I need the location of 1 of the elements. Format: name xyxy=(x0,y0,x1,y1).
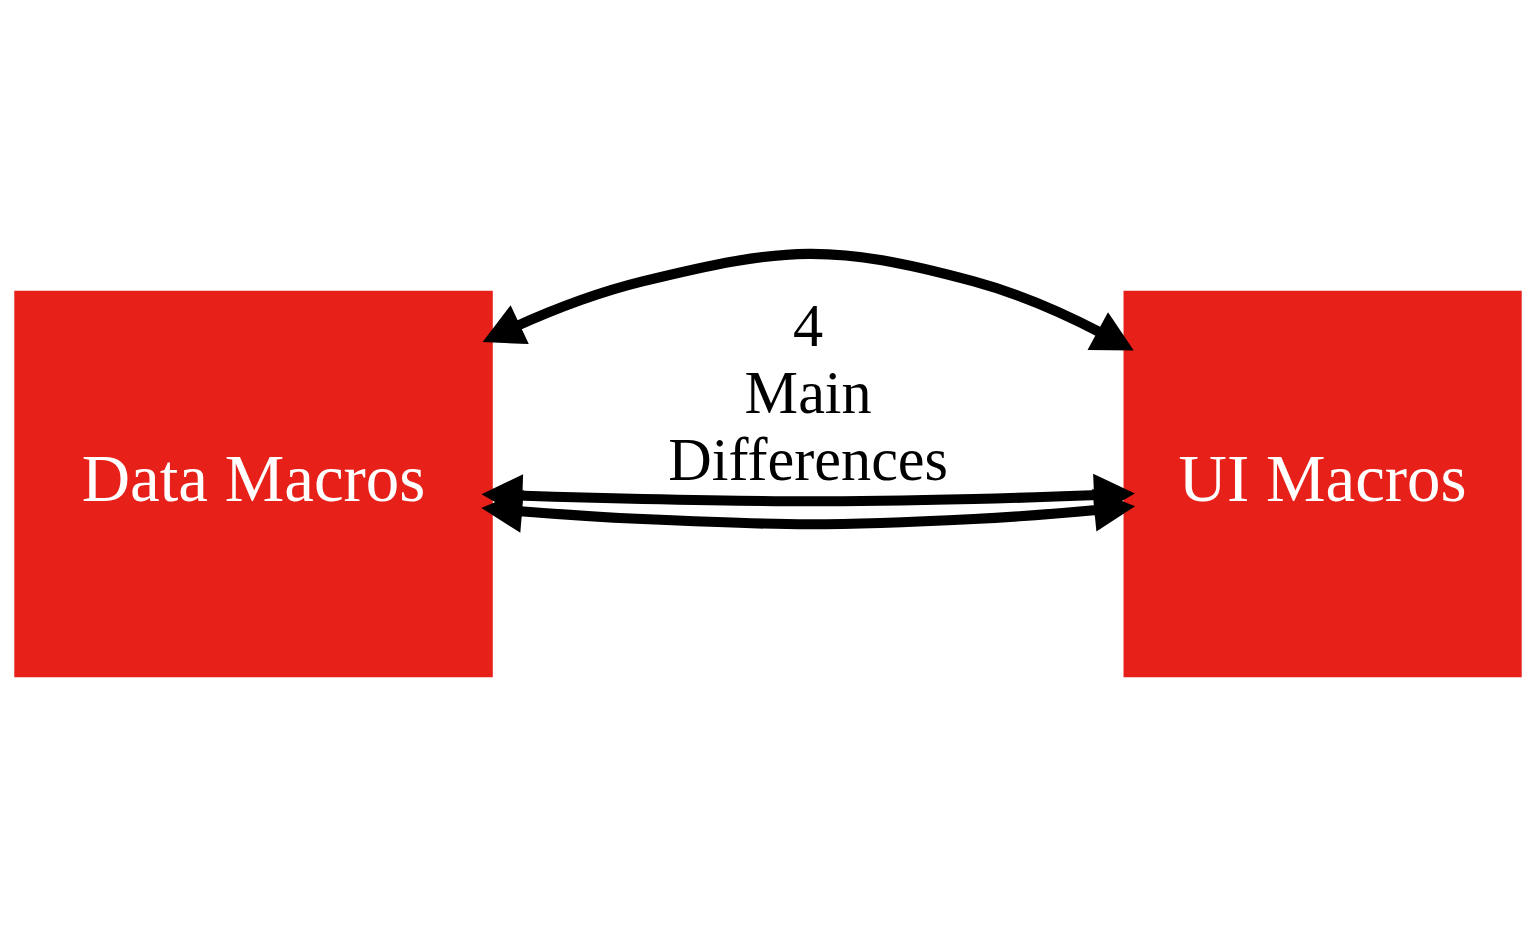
edge-label: 4 Main Differences xyxy=(668,291,949,493)
